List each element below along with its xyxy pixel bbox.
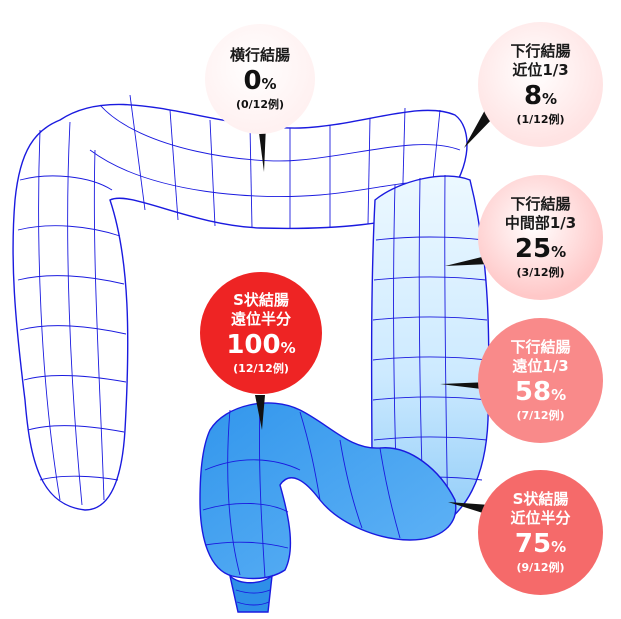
segment-name: 下行結腸 <box>510 195 571 213</box>
segment-percent: 25% <box>514 234 567 264</box>
pointer-transverse <box>258 125 266 172</box>
segment-percent: 8% <box>523 81 558 111</box>
segment-cases: (1/12例) <box>516 113 565 126</box>
label-descending-proximal: 下行結腸 近位1/3 8% (1/12例) <box>478 22 603 147</box>
segment-percent: 58% <box>514 377 567 407</box>
label-descending-distal: 下行結腸 遠位1/3 58% (7/12例) <box>478 318 603 443</box>
pointer-sigmoid-proximal <box>448 502 490 514</box>
sigmoid-colon <box>199 401 457 613</box>
label-descending-middle: 下行結腸 中間部1/3 25% (3/12例) <box>478 175 603 300</box>
pointer-sigmoid-distal <box>255 395 265 430</box>
segment-name: S状結腸 <box>233 290 289 309</box>
segment-cases: (7/12例) <box>516 409 565 422</box>
label-sigmoid-distal: S状結腸 遠位半分 100% (12/12例) <box>200 272 322 394</box>
ascending-transverse-colon <box>12 94 468 511</box>
label-transverse-colon: 横行結腸 0% (0/12例) <box>205 24 315 134</box>
segment-name: 横行結腸 <box>229 46 290 64</box>
segment-subname: 遠位半分 <box>230 309 291 328</box>
pointer-lines <box>255 110 495 514</box>
segment-cases: (3/12例) <box>516 266 565 279</box>
segment-cases: (9/12例) <box>516 561 565 574</box>
segment-subname: 中間部1/3 <box>504 214 577 232</box>
segment-subname: 近位1/3 <box>512 61 569 79</box>
label-sigmoid-proximal: S状結腸 近位半分 75% (9/12例) <box>478 470 603 595</box>
pointer-desc-middle <box>445 255 490 266</box>
segment-name: S状結腸 <box>512 490 569 508</box>
segment-cases: (0/12例) <box>235 98 285 111</box>
segment-percent: 75% <box>514 529 567 559</box>
pointer-desc-proximal <box>464 110 495 148</box>
segment-subname: 遠位1/3 <box>512 357 569 375</box>
descending-colon <box>370 174 490 537</box>
segment-name: 下行結腸 <box>510 42 571 60</box>
segment-subname: 近位半分 <box>510 509 571 527</box>
segment-name: 下行結腸 <box>510 338 571 356</box>
segment-percent: 0% <box>243 66 277 96</box>
segment-percent: 100% <box>226 329 296 360</box>
segment-cases: (12/12例) <box>233 361 289 375</box>
pointer-desc-distal <box>440 382 490 390</box>
